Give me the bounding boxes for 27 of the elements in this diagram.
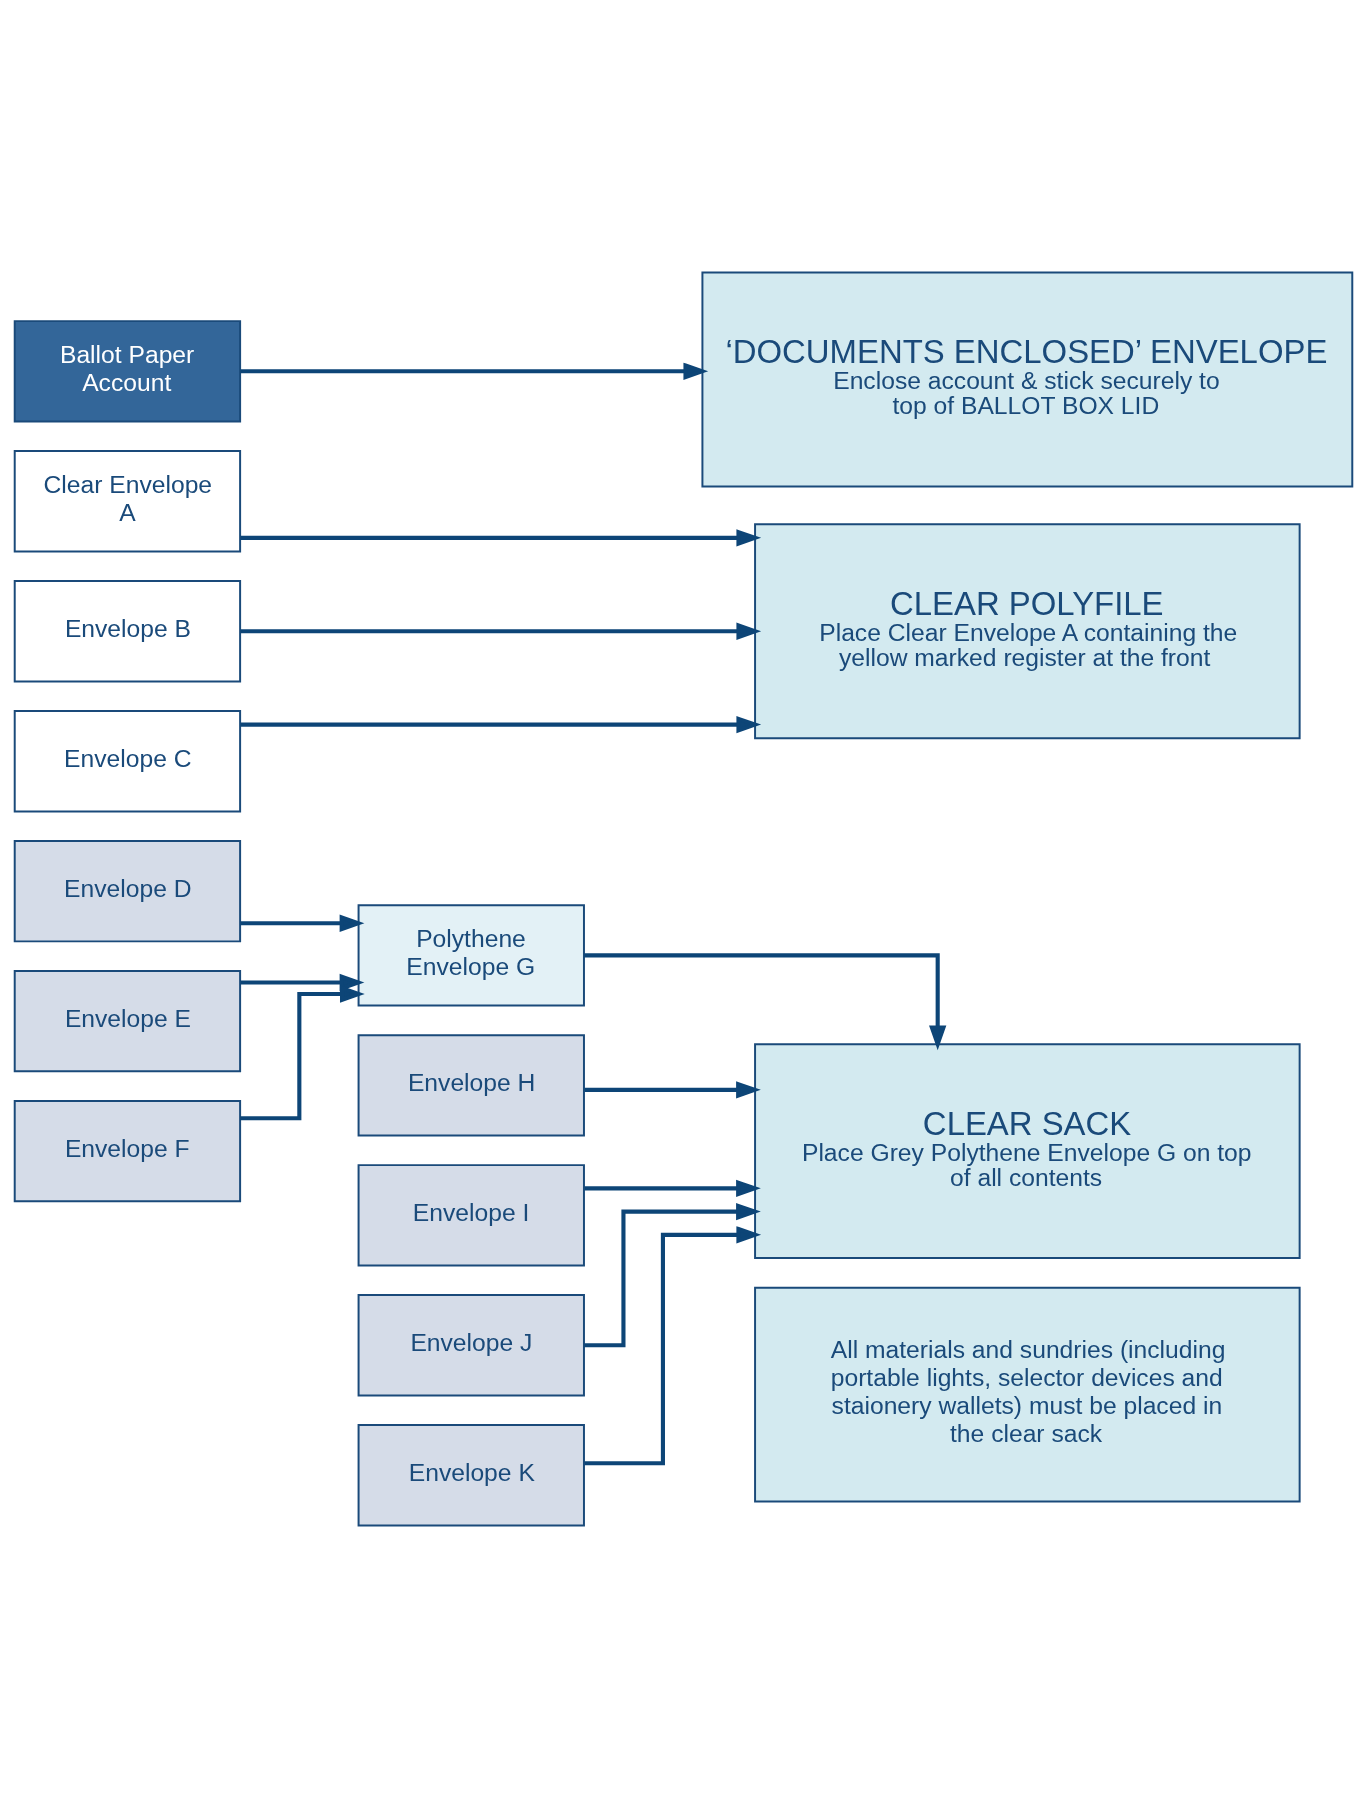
node-box: CLEAR SACK Place Grey Polythene Envelope G on top of all contents (754, 1043, 1301, 1260)
arrow (584, 1081, 761, 1099)
arrow (584, 1226, 762, 1466)
arrow (240, 715, 762, 734)
arrow (240, 622, 762, 640)
node-box: Polythene Envelope G (357, 904, 585, 1007)
node-box: Envelope H (357, 1034, 585, 1137)
node-box: Envelope B (13, 580, 242, 683)
node-box: Envelope F (13, 1099, 242, 1203)
node-box: Envelope K (357, 1424, 585, 1527)
node-box: Envelope D (13, 840, 242, 943)
node-box: All materials and sundries (including portable lights, selector devices and staionery wallets) must be placed in the clear sack (754, 1286, 1301, 1503)
node-box: Envelope J (357, 1294, 585, 1397)
arrow (240, 914, 365, 932)
arrow (240, 362, 709, 380)
arrow (584, 1179, 761, 1197)
node-box: CLEAR POLYFILE Place Clear Envelope A containing the yellow marked register at the front (754, 523, 1301, 740)
arrow (584, 1202, 761, 1348)
arrow (584, 953, 947, 1051)
arrow (240, 529, 762, 547)
arrow (240, 985, 365, 1121)
node-box: Ballot Paper Account (13, 320, 242, 423)
node-box: ‘DOCUMENTS ENCLOSED’ ENVELOPE Enclose account & stick securely to top of BALLOT BOX LID (701, 271, 1354, 488)
node-box: Envelope C (13, 710, 242, 813)
node-box: Clear Envelope A (13, 450, 242, 553)
node-box: Envelope I (357, 1164, 585, 1267)
node-box: Envelope E (13, 970, 242, 1073)
